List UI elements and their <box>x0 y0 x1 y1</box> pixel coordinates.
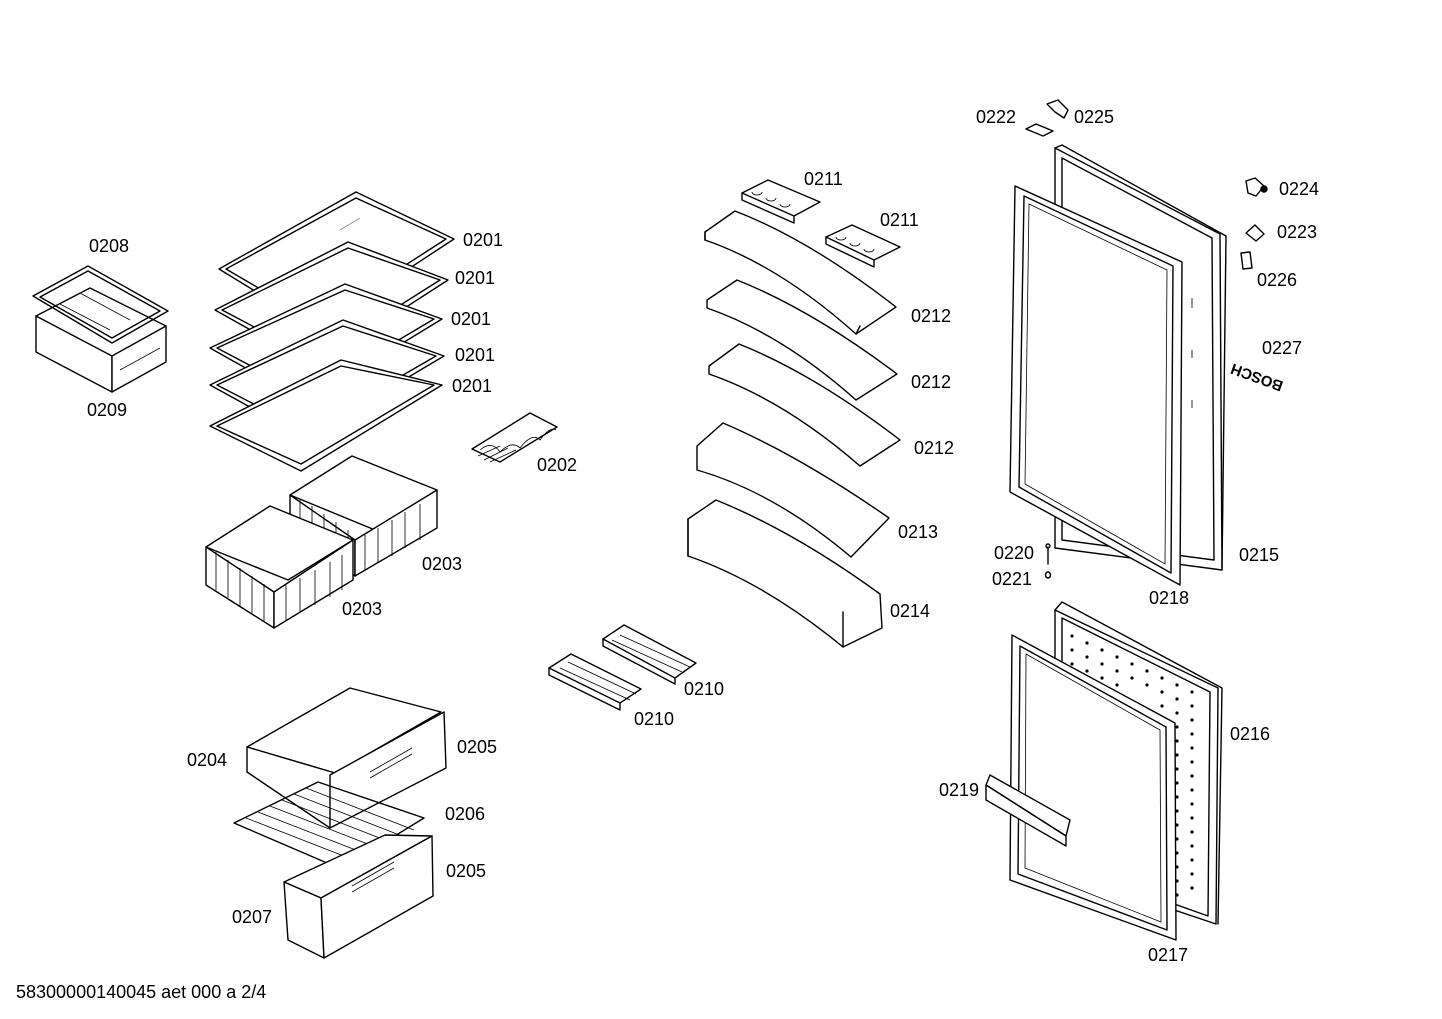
perforation-dot <box>1085 641 1089 645</box>
label-0206: 0206 <box>445 804 485 824</box>
perforation-dot <box>1190 788 1194 792</box>
label-0211: 0211 <box>880 210 919 230</box>
label-0213: 0213 <box>898 522 938 542</box>
perforation-dot <box>1190 858 1194 862</box>
label-0215: 0215 <box>1239 545 1279 565</box>
part-screw-0220-0221 <box>1044 543 1052 579</box>
label-0225: 0225 <box>1074 107 1114 127</box>
label-0201: 0201 <box>451 309 491 329</box>
label-0207: 0207 <box>232 907 272 927</box>
perforation-dot <box>1070 634 1074 638</box>
part-gasket-0218 <box>1009 185 1183 586</box>
label-0209: 0209 <box>87 400 127 420</box>
label-0222: 0222 <box>976 107 1016 127</box>
perforation-dot <box>1085 669 1089 673</box>
label-0224: 0224 <box>1279 179 1319 199</box>
perforation-dot <box>1085 655 1089 659</box>
label-0216: 0216 <box>1230 724 1270 744</box>
perforation-dot <box>1070 662 1074 666</box>
label-0210: 0210 <box>684 679 724 699</box>
label-0211: 0211 <box>804 169 843 189</box>
part-ice-trays-0210 <box>548 624 697 711</box>
label-0220: 0220 <box>994 543 1034 563</box>
label-0205: 0205 <box>446 861 486 881</box>
label-0221: 0221 <box>992 569 1032 589</box>
part-small-hardware <box>1240 177 1268 270</box>
perforation-dot <box>1190 802 1194 806</box>
perforation-dot <box>1070 648 1074 652</box>
part-flap-0219 <box>985 774 1071 847</box>
label-0212: 0212 <box>914 438 954 458</box>
part-labels: 0201 0201 0201 0201 0201 0202 0203 0203 … <box>87 107 1319 965</box>
label-0201: 0201 <box>452 376 492 396</box>
label-0201: 0201 <box>455 268 495 288</box>
perforation-dot <box>1175 795 1179 799</box>
label-0219: 0219 <box>939 780 979 800</box>
label-0212: 0212 <box>911 372 951 392</box>
perforation-dot <box>1100 648 1104 652</box>
part-bottle-rack-0202 <box>471 412 558 463</box>
perforation-dot <box>1190 732 1194 736</box>
perforation-dot <box>1190 774 1194 778</box>
label-0218: 0218 <box>1149 588 1189 608</box>
perforation-dot <box>1175 697 1179 701</box>
perforation-dot <box>1190 872 1194 876</box>
perforation-dot <box>1100 676 1104 680</box>
perforation-dot <box>1130 662 1134 666</box>
label-0201: 0201 <box>463 230 503 250</box>
perforation-dot <box>1115 655 1119 659</box>
perforation-dot <box>1160 704 1164 708</box>
label-0214: 0214 <box>890 601 930 621</box>
perforation-dot <box>1175 683 1179 687</box>
part-drawers-0204-0207 <box>233 687 447 959</box>
perforation-dot <box>1190 816 1194 820</box>
perforation-dot <box>1100 662 1104 666</box>
perforation-dot <box>1190 886 1194 890</box>
perforation-dot <box>1190 718 1194 722</box>
perforation-dot <box>1175 809 1179 813</box>
label-0217: 0217 <box>1148 945 1188 965</box>
perforation-dot <box>1160 690 1164 694</box>
label-0204: 0204 <box>187 750 227 770</box>
label-0210: 0210 <box>634 709 674 729</box>
brand-logo-bosch: BOSCH <box>1229 360 1286 395</box>
label-0226: 0226 <box>1257 270 1297 290</box>
label-0203: 0203 <box>342 599 382 619</box>
part-bin-0208-0209 <box>32 265 169 393</box>
perforation-dot <box>1175 767 1179 771</box>
part-glass-shelves-0201 <box>209 191 455 472</box>
label-0223: 0223 <box>1277 222 1317 242</box>
label-0205: 0205 <box>457 737 497 757</box>
perforation-dot <box>1115 683 1119 687</box>
part-door-shelves-0211-0214 <box>687 179 901 648</box>
perforation-dot <box>1190 830 1194 834</box>
perforation-dot <box>1175 725 1179 729</box>
perforation-dot <box>1190 760 1194 764</box>
document-id-footer: 58300000140045 aet 000 a 2/4 <box>16 982 266 1002</box>
label-0212: 0212 <box>911 306 951 326</box>
part-hinge-0222-0225 <box>1025 99 1069 137</box>
label-0201: 0201 <box>455 345 495 365</box>
perforation-dot <box>1175 781 1179 785</box>
perforation-dot <box>1130 676 1134 680</box>
perforation-dot <box>1175 823 1179 827</box>
perforation-dot <box>1190 844 1194 848</box>
perforation-dot <box>1175 739 1179 743</box>
perforation-dot <box>1175 753 1179 757</box>
part-wire-baskets-0203 <box>205 455 438 629</box>
perforation-dot <box>1160 676 1164 680</box>
perforation-dot <box>1115 669 1119 673</box>
perforation-dot <box>1175 711 1179 715</box>
perforation-dot <box>1190 704 1194 708</box>
perforation-dot <box>1145 669 1149 673</box>
label-0227: 0227 <box>1262 338 1302 358</box>
label-0203: 0203 <box>422 554 462 574</box>
label-0208: 0208 <box>89 236 129 256</box>
perforation-dot <box>1190 690 1194 694</box>
label-0202: 0202 <box>537 455 577 475</box>
perforation-dot <box>1145 683 1149 687</box>
perforation-dot <box>1190 746 1194 750</box>
